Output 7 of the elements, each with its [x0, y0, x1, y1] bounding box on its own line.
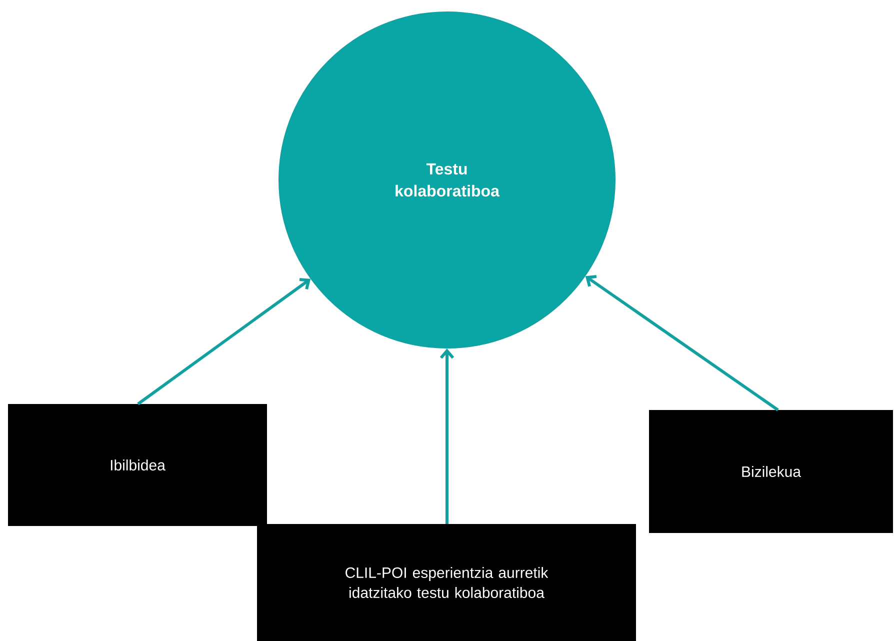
- process-box: Bizilekua: [649, 410, 893, 533]
- process-box: Ibilbidea: [8, 404, 267, 526]
- arrow: [440, 348, 454, 524]
- arrow: [585, 275, 779, 412]
- arrow: [137, 278, 311, 406]
- process-box: CLIL-POI esperientzia aurretik idatzitako testu kolaboratiboa: [257, 524, 636, 641]
- circle-node: Testu kolaboratiboa: [278, 12, 616, 348]
